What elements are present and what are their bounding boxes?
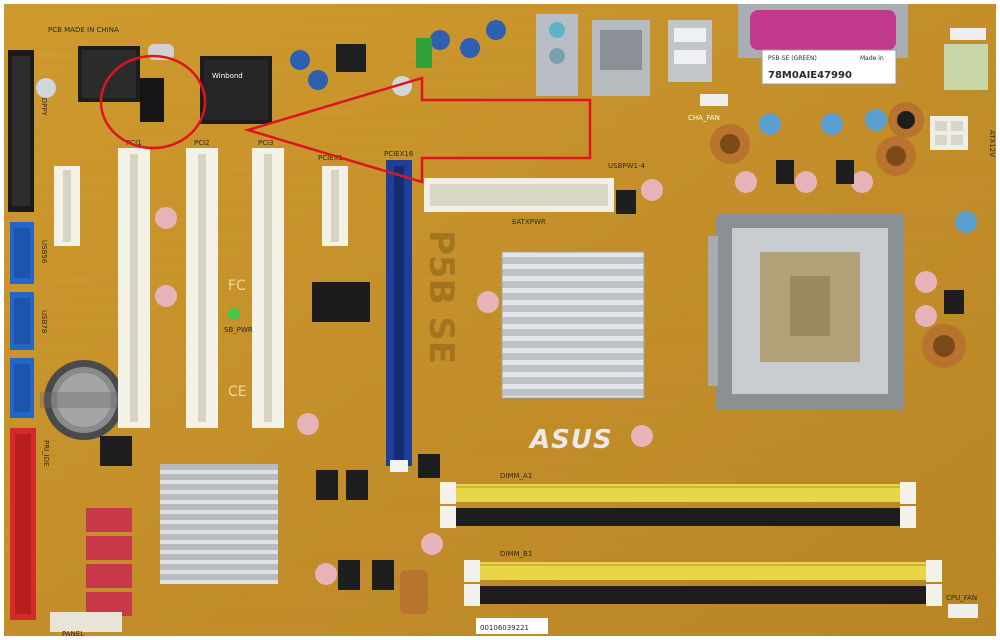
super-io-chip	[78, 46, 140, 102]
lan-controller-chip	[312, 282, 370, 322]
annotation-highlight	[99, 54, 592, 184]
pci-slot-2	[186, 148, 218, 428]
parallel-port	[738, 4, 908, 58]
capacitor-group	[759, 109, 977, 233]
pci-slot-1	[118, 148, 150, 428]
audio-jack-stack	[536, 14, 578, 96]
atx12v-connector	[930, 116, 968, 150]
front-panel-header	[50, 612, 122, 632]
usb-header-3	[10, 358, 34, 418]
atx12v-label: ATX12V	[988, 130, 996, 157]
pci3-label: PCI3	[258, 139, 274, 147]
cpu-socket	[708, 214, 904, 410]
capacitor	[486, 20, 506, 40]
cha-fan-header	[700, 94, 728, 106]
usb78-label: USB78	[40, 310, 48, 333]
capacitor	[392, 76, 412, 96]
cpu-fan-label: CPU_FAN	[946, 594, 977, 602]
eatx-power-connector	[424, 178, 614, 212]
cpu-fan-header	[948, 604, 978, 618]
pci-slot-3	[252, 148, 284, 428]
winbond-text: Winbond	[212, 72, 243, 80]
eatxpwr-label: EATXPWR	[512, 218, 546, 226]
dimm-slot-a1	[440, 482, 916, 528]
cha-fan-label: CHA_FAN	[688, 114, 720, 122]
white-header	[950, 28, 986, 40]
barcode-label: 00106039221	[476, 618, 548, 634]
choke-coil	[876, 136, 916, 176]
capacitor	[290, 50, 310, 70]
panel-label: PANEL	[62, 630, 84, 638]
floppy-connector	[8, 50, 34, 212]
model-silk: P5B SE	[421, 230, 461, 364]
green-sticker	[944, 44, 988, 90]
winbond-chip: Winbond	[200, 56, 272, 124]
dimm-b1-label: DIMM_B1	[500, 550, 532, 558]
sticker-line1: P5B-SE (GREEN)	[768, 55, 817, 62]
green-jumper	[416, 38, 432, 68]
pcie-x16-slot	[386, 160, 412, 472]
pri-ide-label: PRI_IDE	[42, 440, 50, 467]
cmos-battery	[40, 360, 128, 440]
sticker-serial: 78M0AIE47990	[768, 70, 852, 81]
usb-header-2	[10, 292, 34, 350]
pci2-label: PCI2	[194, 139, 210, 147]
annotation-arrow	[243, 76, 592, 184]
pcb-made-in-label: PCB MADE IN CHINA	[48, 26, 119, 34]
barcode-text: 00106039221	[480, 624, 529, 632]
pcie-x1-slot-2	[322, 166, 348, 246]
usb56-label: USB56	[40, 240, 48, 264]
capacitor-group	[155, 171, 937, 585]
small-chip	[336, 44, 366, 72]
choke-coil	[400, 570, 428, 614]
capacitor	[430, 30, 450, 50]
usbpw-label: USBPW1-4	[608, 162, 645, 170]
capacitor	[308, 70, 328, 90]
bios-chip	[140, 78, 164, 122]
usb-port-stack	[668, 20, 712, 82]
pci1-label: PCI1	[126, 139, 142, 147]
dimm-slot-b1	[464, 560, 942, 606]
serial-sticker: P5B-SE (GREEN) Made in 78M0AIE47990	[761, 49, 897, 85]
dimm-a1-label: DIMM_A1	[500, 472, 532, 480]
choke-coil	[710, 124, 750, 164]
ce-mark: CE	[228, 384, 247, 400]
choke-coil	[888, 102, 924, 138]
capacitor	[460, 38, 480, 58]
primary-ide-connector	[10, 428, 36, 620]
pciex16-label: PCIEX16	[384, 150, 414, 158]
northbridge-heatsink	[501, 251, 645, 399]
pciex1-label: PCIEX1	[318, 154, 343, 162]
choke-coil	[922, 324, 966, 368]
southbridge-heatsink	[160, 464, 278, 584]
annotation-circle	[99, 54, 207, 150]
asus-logo: ASUS	[528, 425, 613, 455]
small-ic-group	[100, 160, 964, 590]
floppy-label: FLOPPY	[40, 90, 48, 116]
fc-mark: FC	[228, 278, 246, 294]
ethernet-port	[592, 20, 650, 96]
pcie-x1-slot-1	[54, 166, 80, 246]
sb-pwr-label: SB_PWR	[224, 326, 253, 334]
sb-pwr-led	[228, 308, 240, 320]
capacitor	[36, 78, 56, 98]
usb-header-1	[10, 222, 34, 284]
sticker-made-line: Made in	[860, 55, 884, 62]
